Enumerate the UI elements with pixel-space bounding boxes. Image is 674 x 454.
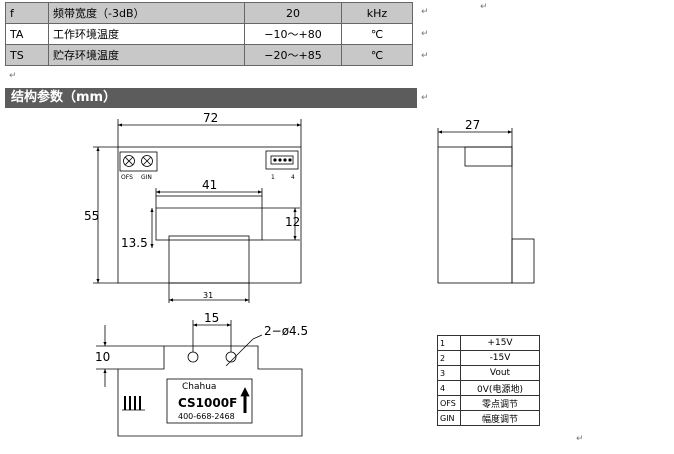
dim-flange-label: 10 — [95, 350, 110, 364]
pin-row: 2 -15V — [437, 350, 540, 366]
pin-number: 3 — [437, 365, 461, 381]
dim-height-label: 55 — [84, 209, 99, 223]
front-view — [93, 119, 302, 303]
pin-function: -15V — [460, 350, 540, 366]
model-label: CS1000F — [178, 396, 237, 410]
phone-label: 400-668-2468 — [178, 412, 235, 421]
return-mark: ↵ — [421, 7, 429, 17]
pin-row: OFS 零点调节 — [437, 395, 540, 411]
pin-row: 3 Vout — [437, 365, 540, 381]
pin-row: 4 0V(电源地) — [437, 380, 540, 396]
spec-row-storage-temp: TS 贮存环境温度 −20～+85 ℃ — [5, 44, 413, 66]
trimmer-label-ofs: OFS — [121, 174, 133, 181]
return-mark: ↵ — [421, 51, 429, 61]
dim-slot-width-label: 31 — [203, 291, 213, 300]
return-mark: ↵ — [576, 434, 584, 444]
connector-pin-1-label: 1 — [271, 174, 275, 181]
spec-param: 频带宽度（-3dB） — [48, 2, 245, 24]
pin-row: GIN 幅度调节 — [437, 410, 540, 426]
pin-number: 1 — [437, 335, 461, 351]
dim-window-offset-label: 13.5 — [121, 236, 148, 250]
pin-number: GIN — [437, 410, 461, 426]
pin-number: 2 — [437, 350, 461, 366]
dim-depth-label: 27 — [465, 118, 480, 132]
return-mark: ↵ — [421, 93, 429, 103]
pin-function: 0V(电源地) — [460, 380, 540, 396]
spec-symbol: f — [5, 2, 49, 24]
return-mark: ↵ — [480, 2, 488, 12]
pin-function: Vout — [460, 365, 540, 381]
brand-label: Chahua — [182, 382, 216, 392]
pin-table: 1 +15V 2 -15V 3 Vout 4 0V(电源地) OFS 零点调节 … — [437, 335, 540, 426]
side-view — [437, 128, 535, 284]
dim-hole-spacing-label: 15 — [204, 311, 219, 325]
pin-number: OFS — [437, 395, 461, 411]
pin-number: 4 — [437, 380, 461, 396]
pin-function: 零点调节 — [460, 395, 540, 411]
connector-pin-4-label: 4 — [291, 174, 295, 181]
spec-unit: ℃ — [341, 44, 413, 66]
trimmer-label-gin: GIN — [141, 174, 152, 181]
bottom-view — [96, 320, 303, 437]
pin-row: 1 +15V — [437, 335, 540, 351]
spec-value: −20～+85 — [244, 44, 342, 66]
dim-window-width-label: 41 — [202, 178, 217, 192]
pin-function: +15V — [460, 335, 540, 351]
spec-table: f 频带宽度（-3dB） 20 kHz TA 工作环境温度 −10～+80 ℃ … — [5, 2, 413, 66]
section-title: 结构参数（mm） — [5, 88, 417, 108]
spec-value: −10～+80 — [244, 23, 342, 45]
return-mark: ↵ — [9, 71, 17, 81]
return-mark: ↵ — [421, 29, 429, 39]
pin-function: 幅度调节 — [460, 410, 540, 426]
spec-param: 贮存环境温度 — [48, 44, 245, 66]
dim-holes-label: 2−ø4.5 — [264, 324, 308, 338]
dim-width-label: 72 — [203, 111, 218, 125]
dim-window-height-label: 12 — [285, 215, 300, 229]
